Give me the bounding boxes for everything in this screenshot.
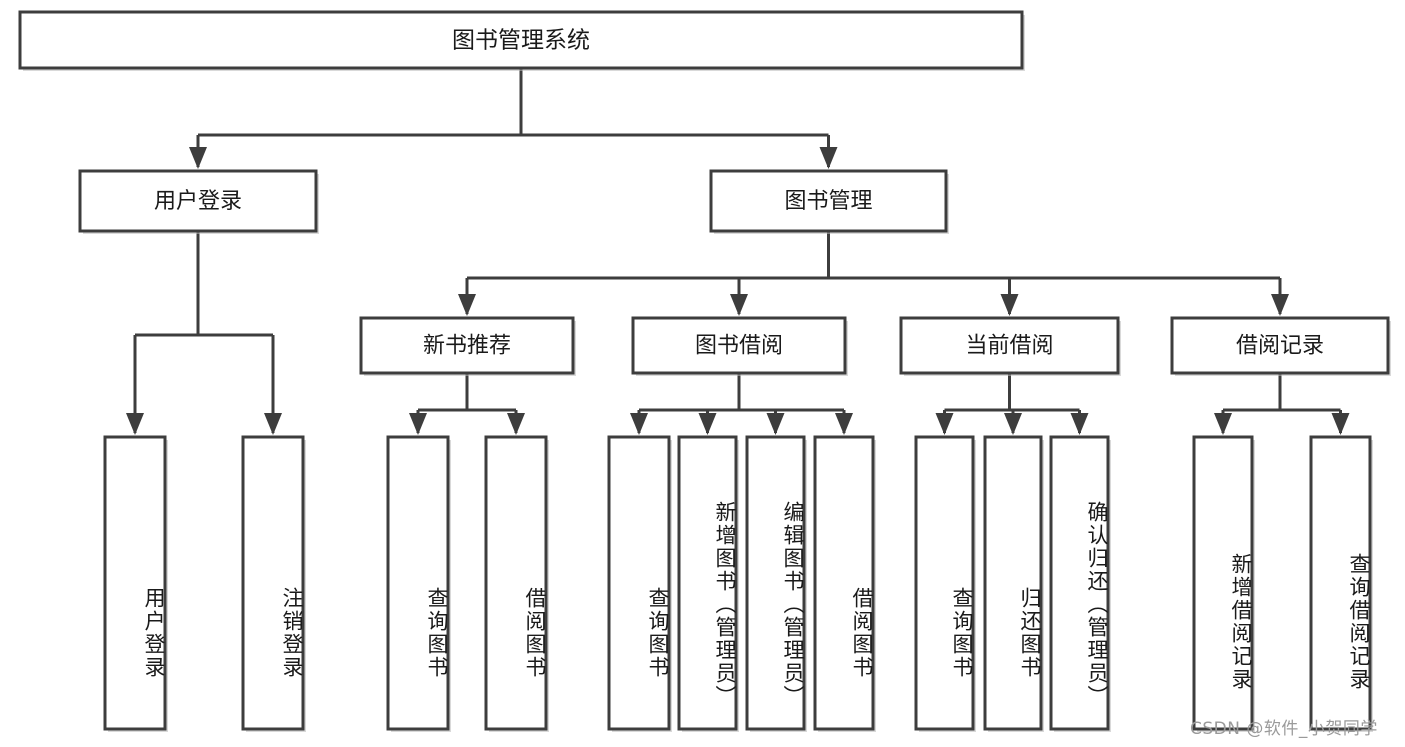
node-box-leaf-return-book[interactable] (983, 435, 1043, 731)
node-box-leaf-borrow-book-2[interactable] (813, 435, 875, 731)
node-box-new-book-recommend[interactable] (359, 316, 575, 375)
node-box-layer (18, 10, 1391, 732)
node-box-borrow-record[interactable] (1170, 316, 1390, 375)
node-box-leaf-query-book-3[interactable] (914, 435, 975, 731)
node-box-current-borrow[interactable] (899, 316, 1120, 375)
arrow-head-level3-0 (458, 294, 476, 316)
arrow-head-leaf-borrow-book-1 (507, 413, 525, 435)
node-box-leaf-borrow-book-1[interactable] (484, 435, 548, 731)
arrow-head-level3-1 (730, 294, 748, 316)
node-label-book-manage: 图书管理 (784, 189, 872, 214)
node-label-root: 图书管理系统 (452, 28, 590, 54)
node-box-leaf-user-login[interactable] (103, 435, 167, 731)
node-label-new-book-recommend: 新书推荐 (423, 334, 511, 359)
arrow-head-leaf-user-login (126, 413, 144, 435)
node-label-borrow-record: 借阅记录 (1236, 334, 1324, 359)
csdn-watermark: CSDN @软件_小贺同学 (1190, 719, 1378, 739)
node-box-book-manage[interactable] (709, 169, 948, 233)
node-box-user-login[interactable] (78, 169, 318, 233)
arrow-head-leaf-return-book (1004, 413, 1022, 435)
arrow-head-leaf-query-book-3 (935, 413, 954, 435)
arrow-head-level3-2 (1000, 294, 1019, 316)
node-box-root[interactable] (18, 10, 1024, 70)
arrow-head-leaf-query-book-2 (630, 413, 648, 435)
arrow-head-leaf-borrow-book-2 (835, 413, 853, 435)
node-label-current-borrow: 当前借阅 (965, 334, 1053, 359)
arrow-head-leaf-logout (264, 413, 282, 435)
node-box-leaf-confirm-return[interactable] (1049, 435, 1110, 731)
arrow-head-level2-0 (189, 147, 207, 169)
arrow-head-leaf-add-record (1214, 413, 1232, 435)
node-box-leaf-add-record[interactable] (1192, 435, 1254, 731)
arrow-head-level3-3 (1271, 294, 1289, 316)
node-box-leaf-query-book-1[interactable] (386, 435, 450, 731)
node-box-leaf-edit-book[interactable] (745, 435, 806, 731)
node-label-book-borrow: 图书借阅 (695, 334, 783, 359)
arrow-head-leaf-query-book-1 (409, 413, 427, 435)
node-box-book-borrow[interactable] (631, 316, 847, 375)
arrow-head-leaf-confirm-return (1070, 413, 1089, 435)
arrow-head-leaf-query-record (1331, 413, 1350, 435)
arrow-head-level2-1 (819, 147, 838, 169)
node-box-leaf-query-book-2[interactable] (607, 435, 671, 731)
arrow-head-leaf-add-book (698, 413, 717, 435)
arrow-head-leaf-edit-book (766, 413, 785, 435)
node-box-leaf-add-book[interactable] (677, 435, 738, 731)
node-box-leaf-query-record[interactable] (1309, 435, 1372, 731)
node-box-leaf-logout[interactable] (241, 435, 305, 731)
node-label-user-login: 用户登录 (154, 189, 242, 214)
connector-layer (126, 68, 1350, 435)
